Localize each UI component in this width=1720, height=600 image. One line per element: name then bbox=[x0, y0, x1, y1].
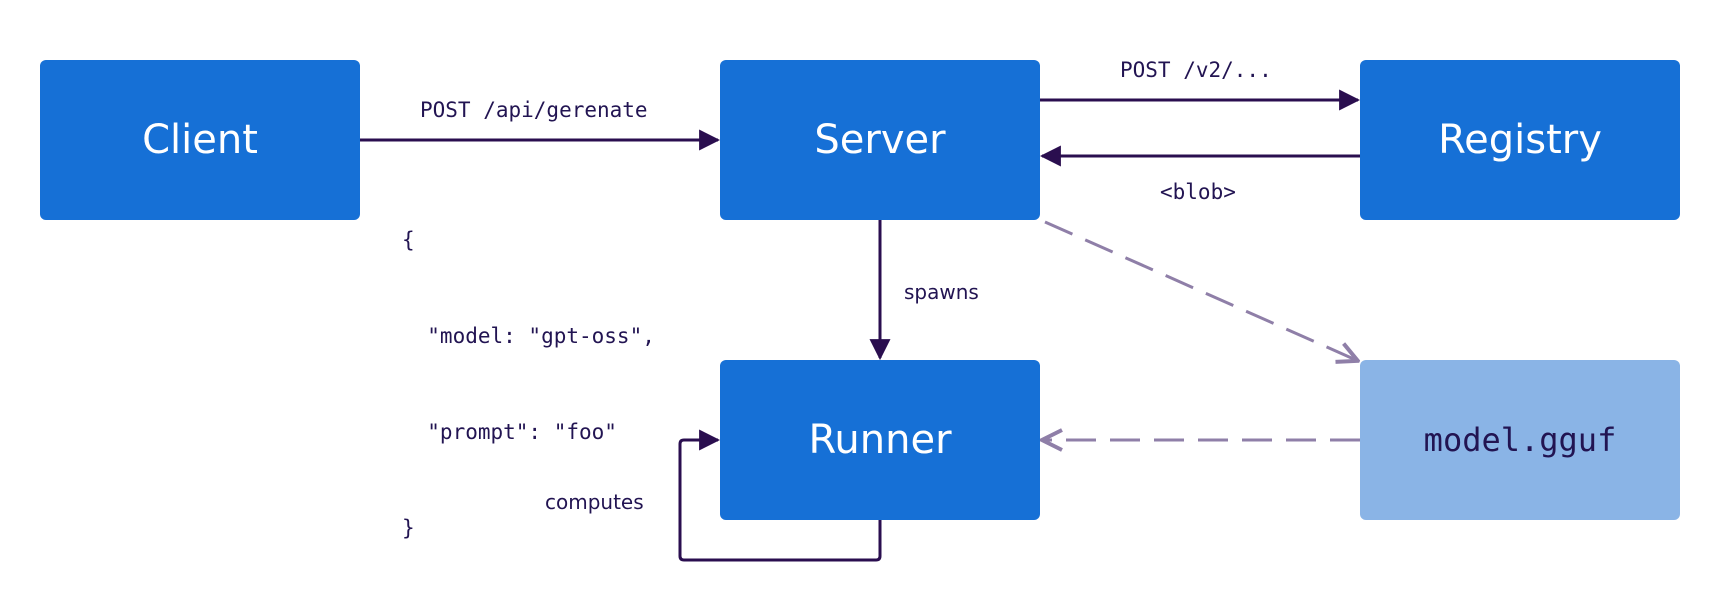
edge-label-server-to-runner: spawns bbox=[904, 280, 979, 304]
registry-node: Registry bbox=[1360, 60, 1680, 220]
registry-label: Registry bbox=[1438, 117, 1602, 163]
model-file-node: model.gguf bbox=[1360, 360, 1680, 520]
edge-label-server-to-registry: POST /v2/... bbox=[1120, 58, 1272, 82]
request-body-line: "model: "gpt-oss", bbox=[402, 324, 655, 348]
request-body-line: { bbox=[402, 228, 415, 252]
model-file-label: model.gguf bbox=[1423, 421, 1617, 459]
client-label: Client bbox=[142, 117, 258, 163]
request-body: { "model: "gpt-oss", "prompt": "foo" } bbox=[402, 160, 655, 576]
runner-label: Runner bbox=[808, 417, 952, 463]
arrow-runner-self-loop bbox=[678, 429, 882, 562]
request-body-line: } bbox=[402, 516, 415, 540]
edge-label-client-to-server: POST /api/gerenate bbox=[420, 98, 648, 122]
request-body-line: "prompt": "foo" bbox=[402, 420, 617, 444]
server-label: Server bbox=[814, 117, 946, 163]
runner-node: Runner bbox=[720, 360, 1040, 520]
edge-label-runner-self: computes bbox=[545, 490, 644, 514]
server-node: Server bbox=[720, 60, 1040, 220]
arrow-server-to-model-file bbox=[1044, 220, 1356, 360]
edge-label-registry-to-server: <blob> bbox=[1160, 180, 1236, 204]
client-node: Client bbox=[40, 60, 360, 220]
